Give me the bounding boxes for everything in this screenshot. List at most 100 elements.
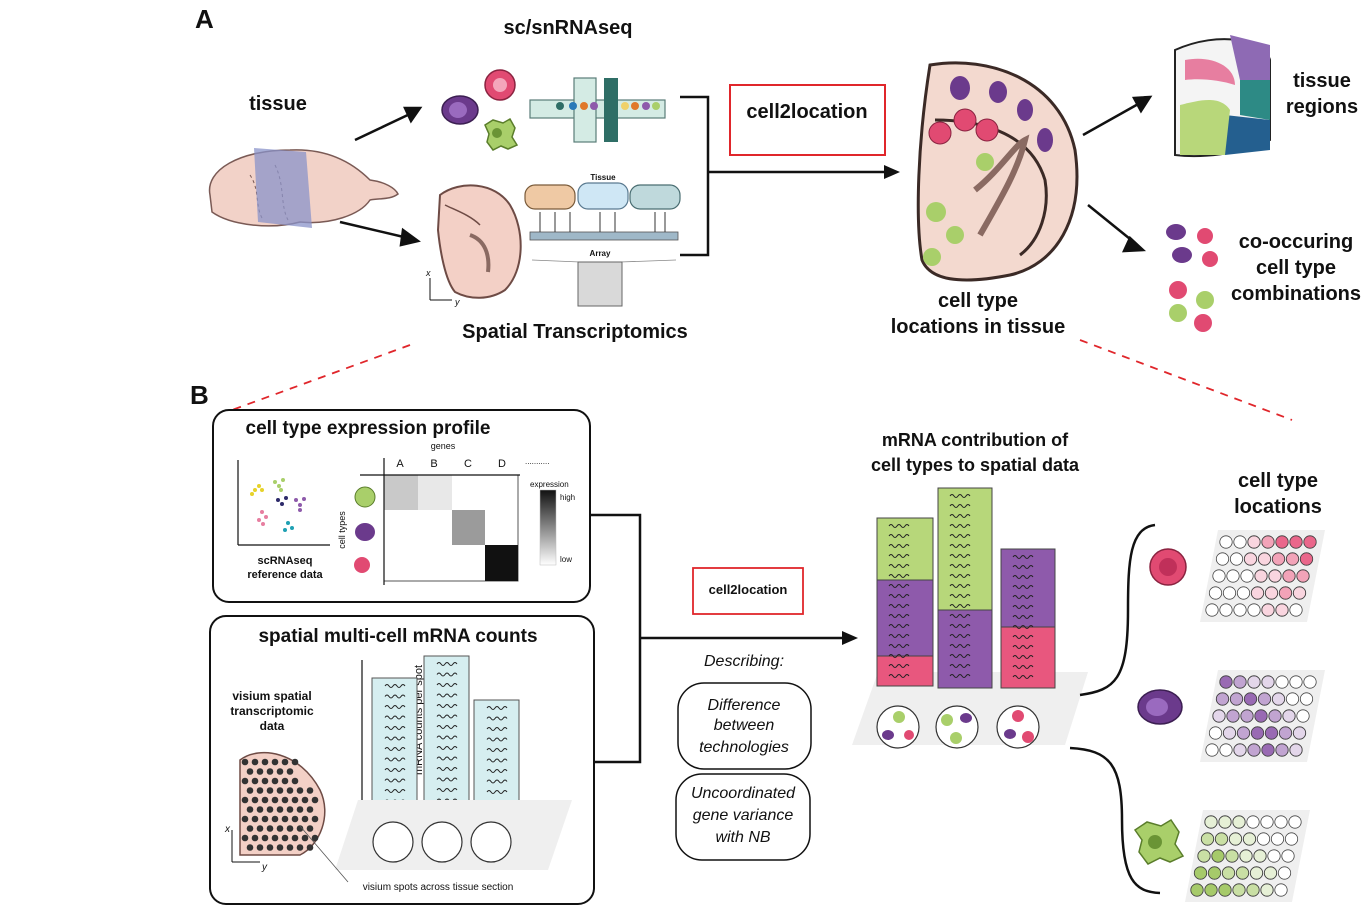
visium-spot [261,796,269,804]
location-spot [1278,586,1293,600]
technology-difference-box [677,682,812,770]
small-axes [429,278,452,301]
gene-squiggle [888,584,910,588]
gene-squiggle [1012,575,1034,579]
visium-spot [251,777,259,785]
locations-b-line2: locations [1234,496,1322,518]
gene-squiggle [888,604,910,608]
location-spot [1261,535,1275,549]
location-spot [1232,883,1246,897]
visium-spot [311,796,319,804]
stack-gene-letters [888,494,1034,679]
visium-spot [246,825,254,832]
gene-col-b: B [430,458,437,470]
regions-line2: regions [1286,96,1358,118]
gene-squiggle [436,756,458,761]
visium-spot [286,768,294,775]
visium-spot [281,834,289,842]
gene-squiggle [486,769,508,773]
visium-spot [291,758,299,766]
visium-spot [261,758,269,766]
location-spot [1233,675,1247,689]
gene-squiggle [384,747,406,751]
visium-spot [261,834,269,842]
visium-spot [306,806,314,813]
contrib-line2: cell types to spatial data [871,455,1080,475]
visium-spot [301,834,309,842]
location-spot [1236,726,1251,740]
cooc-line3: combinations [1231,283,1361,305]
visium-spot [281,777,289,785]
visium-spot [241,815,249,823]
visium-spot [241,796,249,804]
location-spot [1249,866,1264,880]
visium-spot [256,825,264,832]
visium-spot [256,844,264,851]
tissue-label: tissue [249,93,307,115]
visium-spot [291,777,299,785]
locations-line1: cell type [938,290,1018,312]
visium-spot [256,806,264,813]
gene-squiggle [888,534,910,538]
gene-squiggle [888,624,910,628]
location-spot [1260,883,1274,897]
output-arrows [1082,95,1153,253]
visium-spot [276,844,284,851]
gene-squiggle [888,644,910,648]
gene-squiggle [1012,605,1034,609]
location-spot [1243,552,1258,566]
gene-squiggle [1012,665,1034,669]
gene-squiggle [384,726,406,730]
genes-label: genes [431,441,456,451]
location-spot [1222,726,1237,740]
gene-variance-box [675,773,811,861]
location-spot [1263,866,1278,880]
to-contribution-arrowhead [842,631,858,645]
location-spot [1200,832,1215,846]
location-grids [1185,530,1325,902]
visium-spot [296,806,304,813]
location-spot [1261,603,1275,617]
location-spot [1264,586,1279,600]
brain-section-large [916,61,1079,282]
location-spot [1218,815,1232,829]
visium-spot [276,768,284,775]
mrna-count-bars [371,655,520,812]
visium-spot [251,758,259,766]
visium-spot [286,844,294,851]
visium-spot [311,815,319,823]
cell-types-label: cell types [337,511,347,549]
scrna-line2: reference data [247,569,323,581]
gene-squiggle [436,735,458,740]
gene-squiggle [888,524,910,528]
gene-squiggle [486,727,508,731]
visium-line3: data [260,719,285,733]
visium-spot [251,834,259,842]
visium-spot [281,758,289,766]
gene-squiggle [436,767,458,771]
gene-squiggle [949,674,971,678]
location-spot [1275,743,1289,757]
gene-col-c: C [464,458,472,470]
visium-spot [276,787,284,794]
location-spot [1268,569,1282,583]
gene-squiggle [949,574,971,578]
visium-axes [231,830,260,863]
location-spot [1261,743,1275,757]
location-spot [1240,709,1254,723]
scrna-line1: scRNAseq [257,555,312,567]
location-spot [1197,849,1211,863]
visium-spot [266,825,274,832]
gene-squiggle [888,594,910,598]
location-spot [1254,709,1268,723]
cell2location-box-a [729,84,886,156]
gene-squiggle [949,494,971,498]
visium-spot [286,825,294,832]
locations-line2: locations in tissue [891,316,1065,338]
expression-legend-bar [539,489,557,566]
box2-line1: Uncoordinated [691,785,796,802]
gene-squiggle [949,624,971,628]
visium-spots-floor [335,800,572,870]
gene-squiggle [486,737,508,742]
gene-squiggle [1012,635,1034,639]
